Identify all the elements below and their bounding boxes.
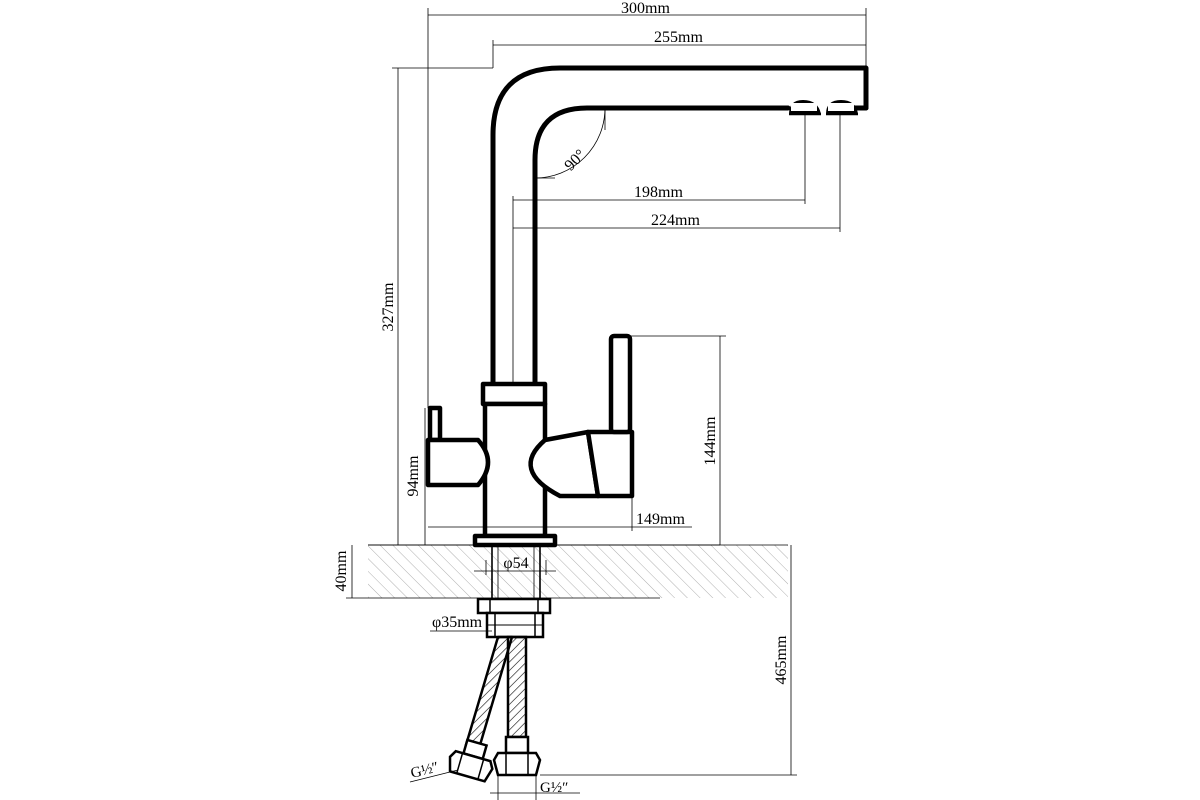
dim-left-handle-height: 94mm [405,455,422,496]
dim-outlet2-reach: 224mm [651,212,700,229]
dim-shank-diameter: φ35mm [432,614,483,631]
faucet-spout [490,65,869,386]
dimension-lines [346,8,867,800]
dim-body-width: 149mm [636,511,685,528]
dimension-labels: 300mm 255mm 90° 198mm 224mm 327mm 144mm … [333,0,790,796]
dim-overall-width: 300mm [621,0,670,17]
aerator-outlets [789,100,858,116]
dim-hose-length: 465mm [773,635,790,684]
left-handle [425,405,491,488]
dim-spout-reach: 255mm [654,29,703,46]
right-handle [528,333,635,499]
countertop [368,544,788,599]
dim-overall-height: 327mm [380,282,397,331]
mounting-shank [476,544,552,639]
dim-base-diameter: φ54 [503,555,528,572]
dim-thread-bottom: G½″ [540,780,568,796]
supply-hoses [448,635,542,783]
dim-countertop-thickness: 40mm [333,550,350,591]
dim-handle-height: 144mm [702,416,719,465]
dim-outlet1-reach: 198mm [634,184,683,201]
dim-spout-angle: 90° [561,146,589,174]
faucet-body [472,381,558,548]
dim-thread-left: G½″ [409,759,440,781]
